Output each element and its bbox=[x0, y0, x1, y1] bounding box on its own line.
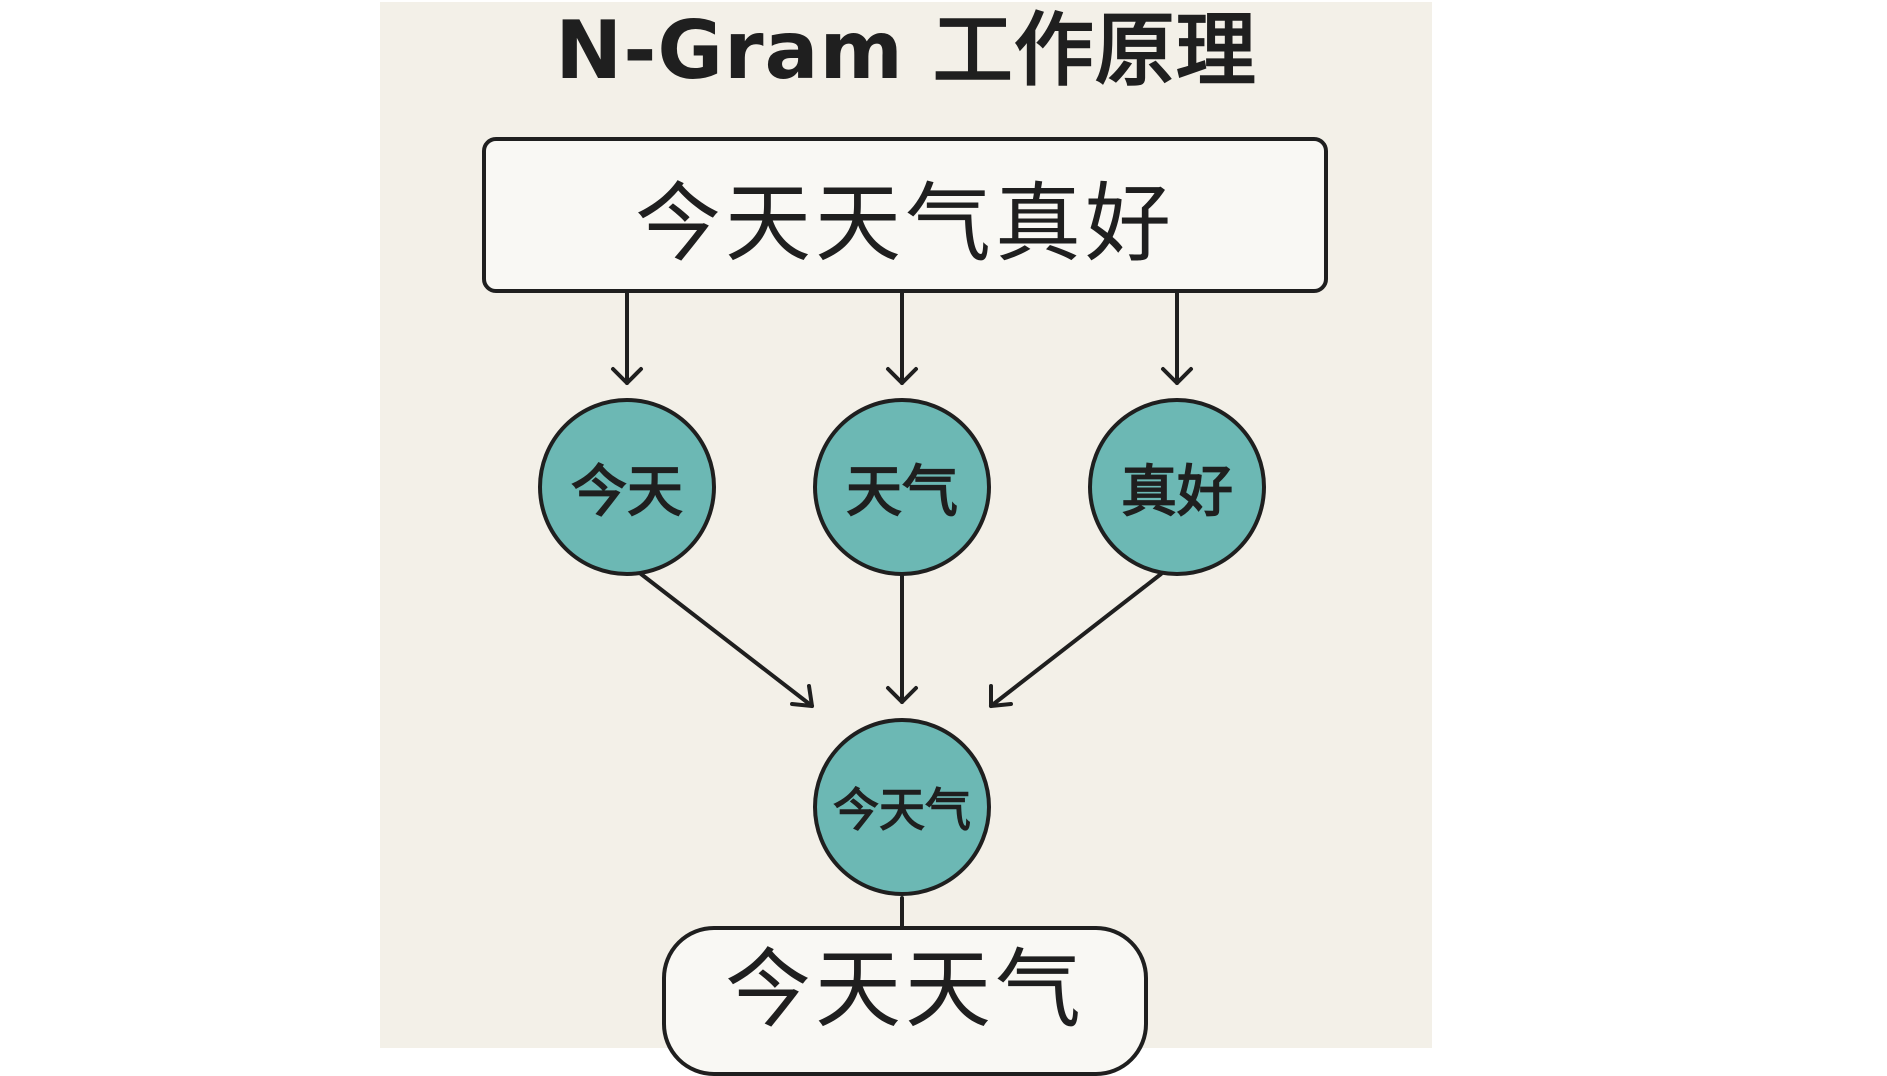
arrow-input-to-ngram-2 bbox=[886, 291, 918, 385]
output-sentence-box: 今天天气 bbox=[662, 926, 1148, 1076]
arrow-ngram-3-to-combined bbox=[989, 572, 1163, 708]
diagram-canvas: N-Gram 工作原理 bbox=[380, 2, 1432, 1076]
ngram-node-1: 今天 bbox=[538, 398, 716, 576]
combined-node: 今天气 bbox=[813, 718, 991, 896]
arrow-input-to-ngram-1 bbox=[611, 291, 643, 385]
ngram-node-3: 真好 bbox=[1088, 398, 1266, 576]
connector-layer bbox=[611, 291, 1193, 928]
input-sentence-box: 今天天气真好 bbox=[482, 137, 1328, 293]
diagram-title: N-Gram 工作原理 bbox=[555, 4, 1257, 97]
arrow-ngram-1-to-combined bbox=[639, 572, 814, 708]
arrow-input-to-ngram-3 bbox=[1161, 291, 1193, 385]
arrow-ngram-2-to-combined bbox=[886, 574, 918, 704]
ngram-node-2: 天气 bbox=[813, 398, 991, 576]
